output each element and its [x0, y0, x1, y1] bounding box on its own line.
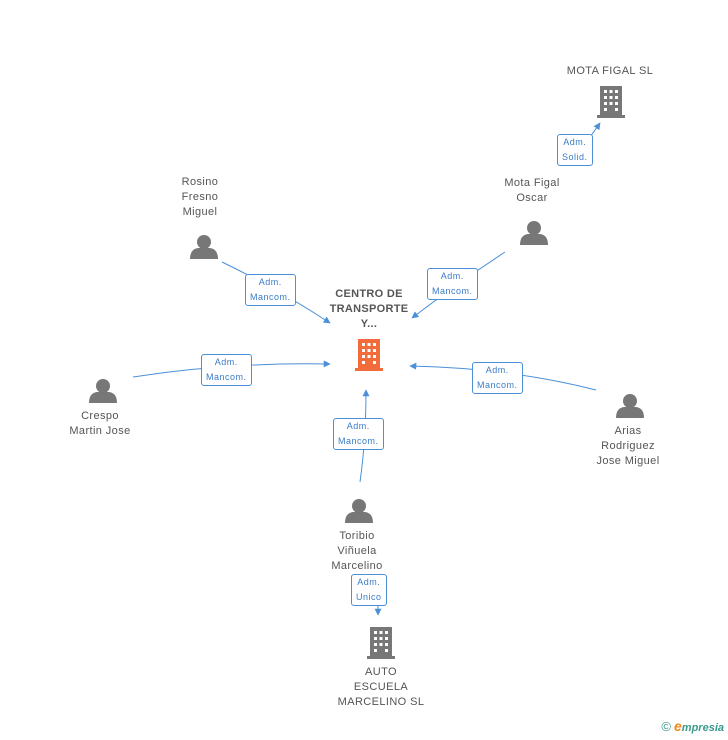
node-label-arias[interactable]: Arias Rodriguez Jose Miguel [596, 425, 660, 467]
building-icon[interactable] [367, 627, 395, 659]
relation-tag-adm-mancom[interactable]: Adm. Mancom. [333, 418, 384, 450]
center-building-icon[interactable] [355, 339, 383, 371]
node-label-toribio[interactable]: Toribio Viñuela Marcelino [331, 530, 383, 572]
footer-brand[interactable]: ©empresia [661, 718, 724, 734]
center-company-label[interactable]: CENTRO DE TRANSPORTE Y... [329, 288, 409, 330]
node-label-mota-figal-oscar[interactable]: Mota Figal Oscar [504, 177, 560, 204]
brand-logo-initial: e [674, 718, 682, 734]
person-icon[interactable] [520, 221, 548, 245]
relation-tag-adm-mancom[interactable]: Adm. Mancom. [201, 354, 252, 386]
node-label-mota-figal-sl[interactable]: MOTA FIGAL SL [566, 65, 654, 77]
node-label-crespo[interactable]: Crespo Martin Jose [69, 410, 131, 437]
building-icon[interactable] [597, 86, 625, 118]
relation-tag-adm-unico[interactable]: Adm. Unico [351, 574, 387, 606]
copyright-icon: © [661, 719, 671, 734]
person-icon[interactable] [190, 235, 218, 259]
person-icon[interactable] [616, 394, 644, 418]
relation-tag-adm-mancom[interactable]: Adm. Mancom. [245, 274, 296, 306]
person-icon[interactable] [89, 379, 117, 403]
node-label-rosino[interactable]: Rosino Fresno Miguel [181, 176, 219, 218]
person-icon[interactable] [345, 499, 373, 523]
relation-tag-adm-solid[interactable]: Adm. Solid. [557, 134, 593, 166]
relation-tag-adm-mancom[interactable]: Adm. Mancom. [427, 268, 478, 300]
relation-tag-adm-mancom[interactable]: Adm. Mancom. [472, 362, 523, 394]
brand-logo-text: mpresia [681, 722, 724, 734]
node-label-auto-escuela[interactable]: AUTO ESCUELA MARCELINO SL [337, 666, 425, 708]
